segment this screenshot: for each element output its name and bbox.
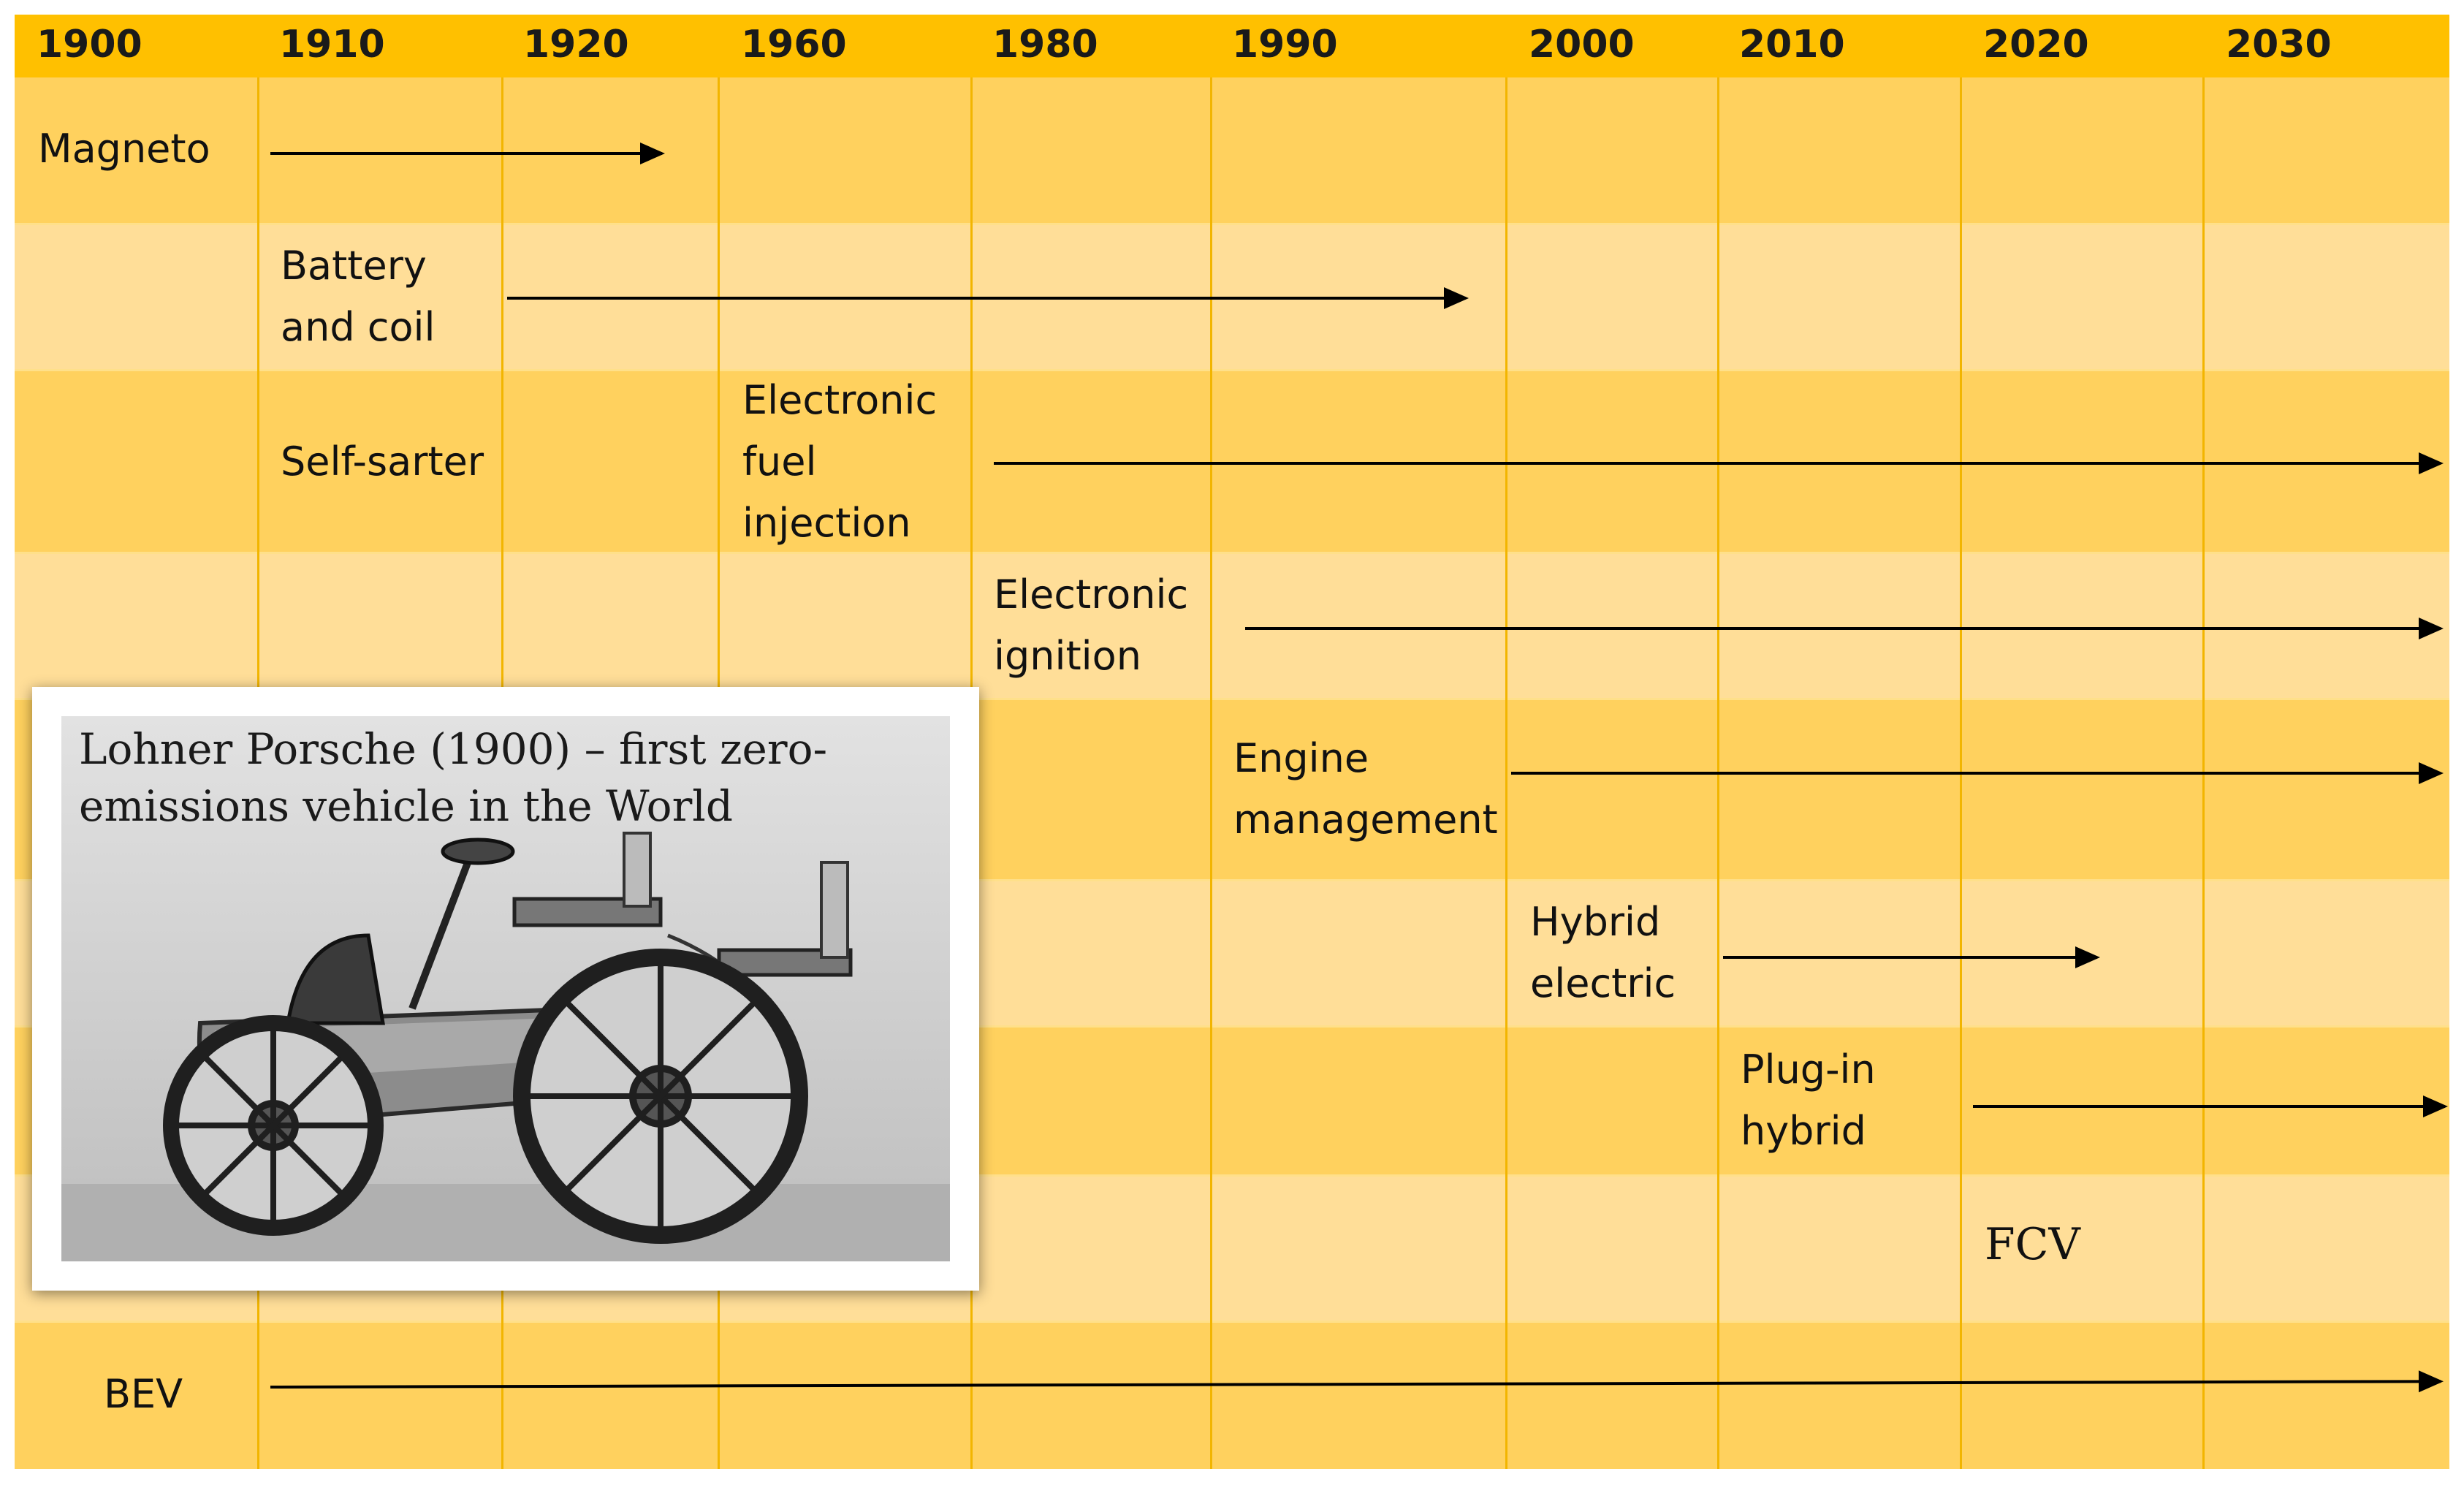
column-divider <box>2202 15 2205 1469</box>
label-electronic-ignition: Electronic ignition <box>994 571 1189 679</box>
arrow-magneto <box>270 143 665 164</box>
label-engine-management: Engine management <box>1233 735 1498 843</box>
year-label: 1960 <box>741 23 847 67</box>
row-separator <box>15 698 2449 700</box>
arrow-plug-in-hybrid <box>1973 1095 2448 1117</box>
label-fcv: FCV <box>1985 1219 2080 1270</box>
row-band-1 <box>15 77 2449 224</box>
year-label: 2000 <box>1529 23 1635 67</box>
label-bev: BEV <box>104 1371 183 1417</box>
label-magneto: Magneto <box>38 126 210 172</box>
label-electronic-fuel-injection: Electronic fuel injection <box>742 377 938 546</box>
row-separator <box>15 223 2449 225</box>
row-separator <box>15 879 2449 881</box>
year-label: 2030 <box>2226 23 2332 67</box>
year-label: 1900 <box>37 23 142 67</box>
row-band-9 <box>15 1321 2449 1469</box>
photo-card: Lohner Porsche (1900) – first zero-emiss… <box>32 687 979 1291</box>
arrow-engine-management <box>1511 762 2444 784</box>
column-divider <box>1717 15 1719 1469</box>
vehicle-illustration <box>61 716 950 1261</box>
year-label: 1990 <box>1232 23 1338 67</box>
arrow-hybrid-electric <box>1723 946 2100 968</box>
label-hybrid-electric: Hybrid electric <box>1530 899 1676 1006</box>
row-separator <box>15 369 2449 371</box>
column-divider <box>1210 15 1212 1469</box>
row-band-3 <box>15 370 2449 552</box>
label-self-starter: Self-sarter <box>281 438 484 485</box>
label-plug-in-hybrid: Plug-in hybrid <box>1741 1047 1876 1154</box>
photo-caption: Lohner Porsche (1900) – first zero-emiss… <box>79 724 828 831</box>
row-separator <box>15 552 2449 554</box>
year-label: 1910 <box>279 23 385 67</box>
row-separator <box>15 1321 2449 1323</box>
row-band-4 <box>15 552 2449 699</box>
lohner-porsche-photo: Lohner Porsche (1900) – first zero-emiss… <box>61 716 950 1261</box>
arrow-battery-and-coil <box>507 287 1469 309</box>
label-battery-and-coil: Battery and coil <box>281 243 436 350</box>
year-label: 2020 <box>1983 23 2089 67</box>
row-separator <box>15 1025 2449 1028</box>
row-separator <box>15 1174 2449 1177</box>
year-label: 1980 <box>992 23 1098 67</box>
arrow-electronic-fuel-injection <box>994 452 2444 474</box>
year-label: 2010 <box>1739 23 1845 67</box>
column-divider <box>1960 15 1962 1469</box>
year-header-bar <box>15 15 2449 77</box>
year-label: 1920 <box>523 23 629 67</box>
column-divider <box>1505 15 1507 1469</box>
arrow-electronic-ignition <box>1245 618 2444 639</box>
